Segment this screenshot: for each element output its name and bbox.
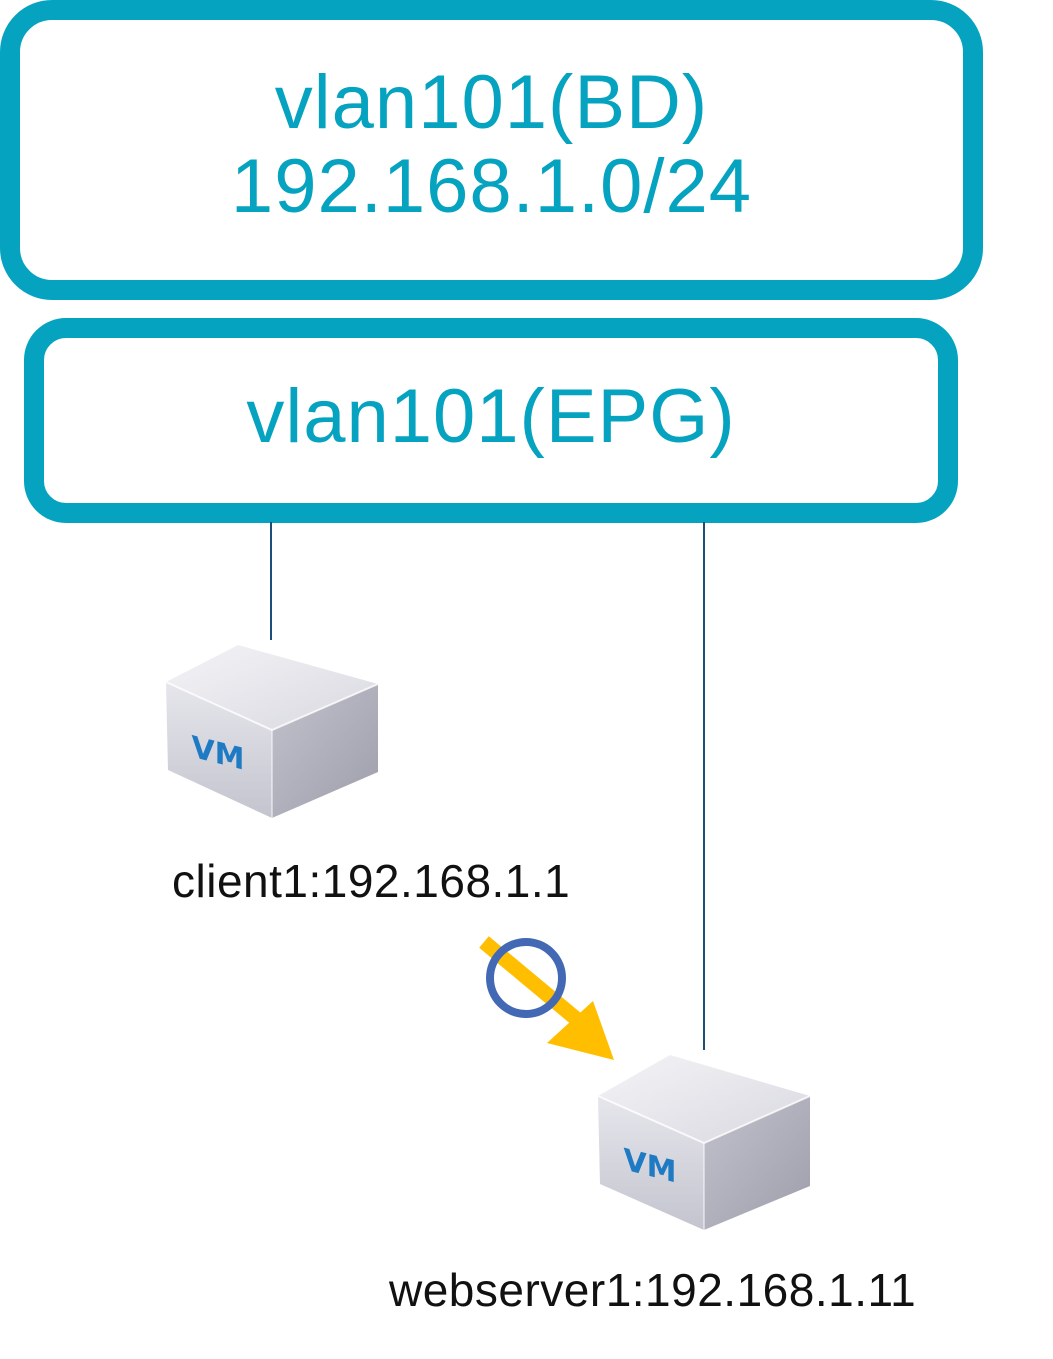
- epg-name: vlan101(EPG): [246, 373, 736, 459]
- vm-client1-icon: VM: [165, 645, 379, 818]
- bridge-domain-subnet: 192.168.1.0/24: [230, 144, 753, 229]
- bridge-domain-name: vlan101(BD): [274, 60, 709, 145]
- client1-label: client1:192.168.1.1: [172, 855, 571, 907]
- bridge-domain-box: vlan101(BD) 192.168.1.0/24: [0, 0, 983, 300]
- epg-box: vlan101(EPG): [24, 318, 958, 523]
- allowed-circle-icon: [486, 938, 566, 1018]
- webserver1-label: webserver1:192.168.1.11: [389, 1264, 917, 1316]
- vm-webserver1-icon: VM: [597, 1055, 811, 1230]
